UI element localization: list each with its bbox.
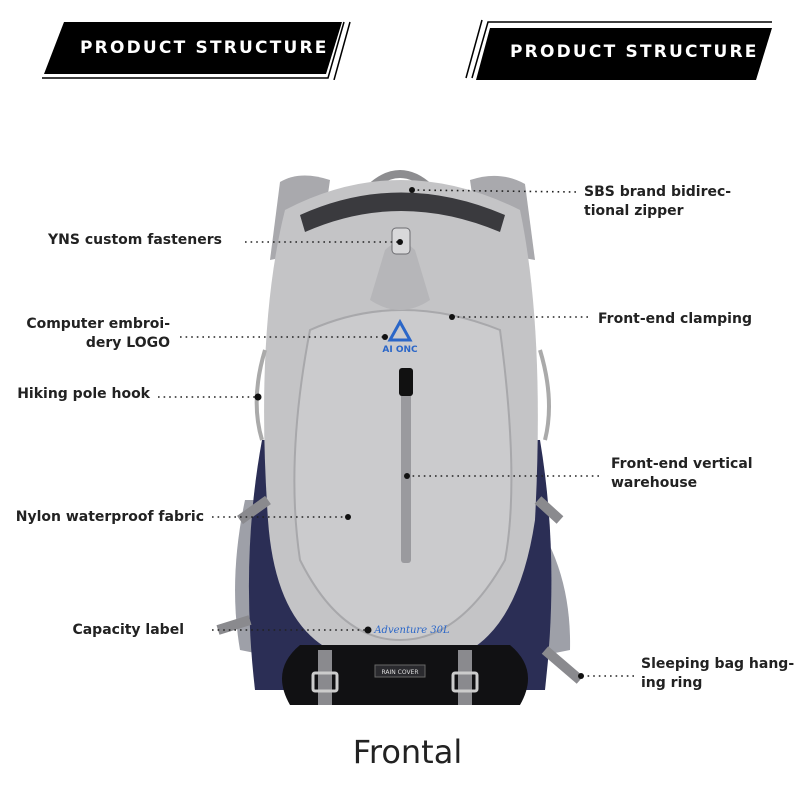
label-capacity: Capacity label <box>72 622 184 638</box>
side-lower-straps <box>216 615 584 684</box>
label-logo-line1: Computer embroi- <box>26 316 170 332</box>
right-pole-hook-cord <box>538 349 551 441</box>
vertical-zipper <box>401 368 411 563</box>
label-sleeping-ring-line1: Sleeping bag hang- <box>641 656 795 672</box>
left-bottom-strap <box>318 650 332 705</box>
label-logo-line2: dery LOGO <box>85 335 170 351</box>
label-clamping: Front-end clamping <box>598 311 752 327</box>
rain-cover-tag <box>374 664 426 678</box>
banner-right-shape <box>465 19 772 80</box>
label-logo: Computer embroi- dery LOGO <box>26 315 170 353</box>
banner-left-shape <box>42 21 351 80</box>
label-warehouse: Front-end vertical warehouse <box>611 455 753 493</box>
right-bottom-strap <box>458 650 472 705</box>
banner-right-title: PRODUCT STRUCTURE <box>510 42 759 62</box>
capacity-mark-text: Adventure 30L <box>373 625 450 636</box>
leader-dots <box>254 187 584 679</box>
label-fasteners: YNS custom fasteners <box>48 232 222 248</box>
label-sleeping-ring-line2: ing ring <box>641 675 703 691</box>
top-zipper-trim <box>300 192 505 232</box>
rain-cover-tag-text: RAIN COVER <box>381 669 418 676</box>
label-zipper: SBS brand bidirec- tional zipper <box>584 183 731 221</box>
label-warehouse-line1: Front-end vertical <box>611 456 753 472</box>
banner-left: PRODUCT STRUCTURE <box>30 18 360 80</box>
label-pole-hook: Hiking pole hook <box>17 386 150 402</box>
right-buckle <box>451 671 479 693</box>
brand-logo-mark <box>387 318 413 342</box>
label-zipper-line2: tional zipper <box>584 203 684 219</box>
banner-right: PRODUCT STRUCTURE <box>460 18 790 80</box>
view-caption: Frontal <box>352 733 463 771</box>
front-clamp-panel <box>370 242 430 310</box>
banner-left-title: PRODUCT STRUCTURE <box>80 38 329 58</box>
leader-lines <box>158 189 636 677</box>
brand-logo-text: AI ONC <box>382 345 418 355</box>
label-fabric: Nylon waterproof fabric <box>15 509 204 525</box>
label-zipper-line1: SBS brand bidirec- <box>584 184 732 200</box>
side-compression-straps <box>237 495 564 525</box>
left-buckle <box>311 671 339 693</box>
zipper-garage <box>399 368 413 396</box>
label-warehouse-line2: warehouse <box>611 475 698 491</box>
label-sleeping-ring: Sleeping bag hang- ing ring <box>641 655 794 693</box>
